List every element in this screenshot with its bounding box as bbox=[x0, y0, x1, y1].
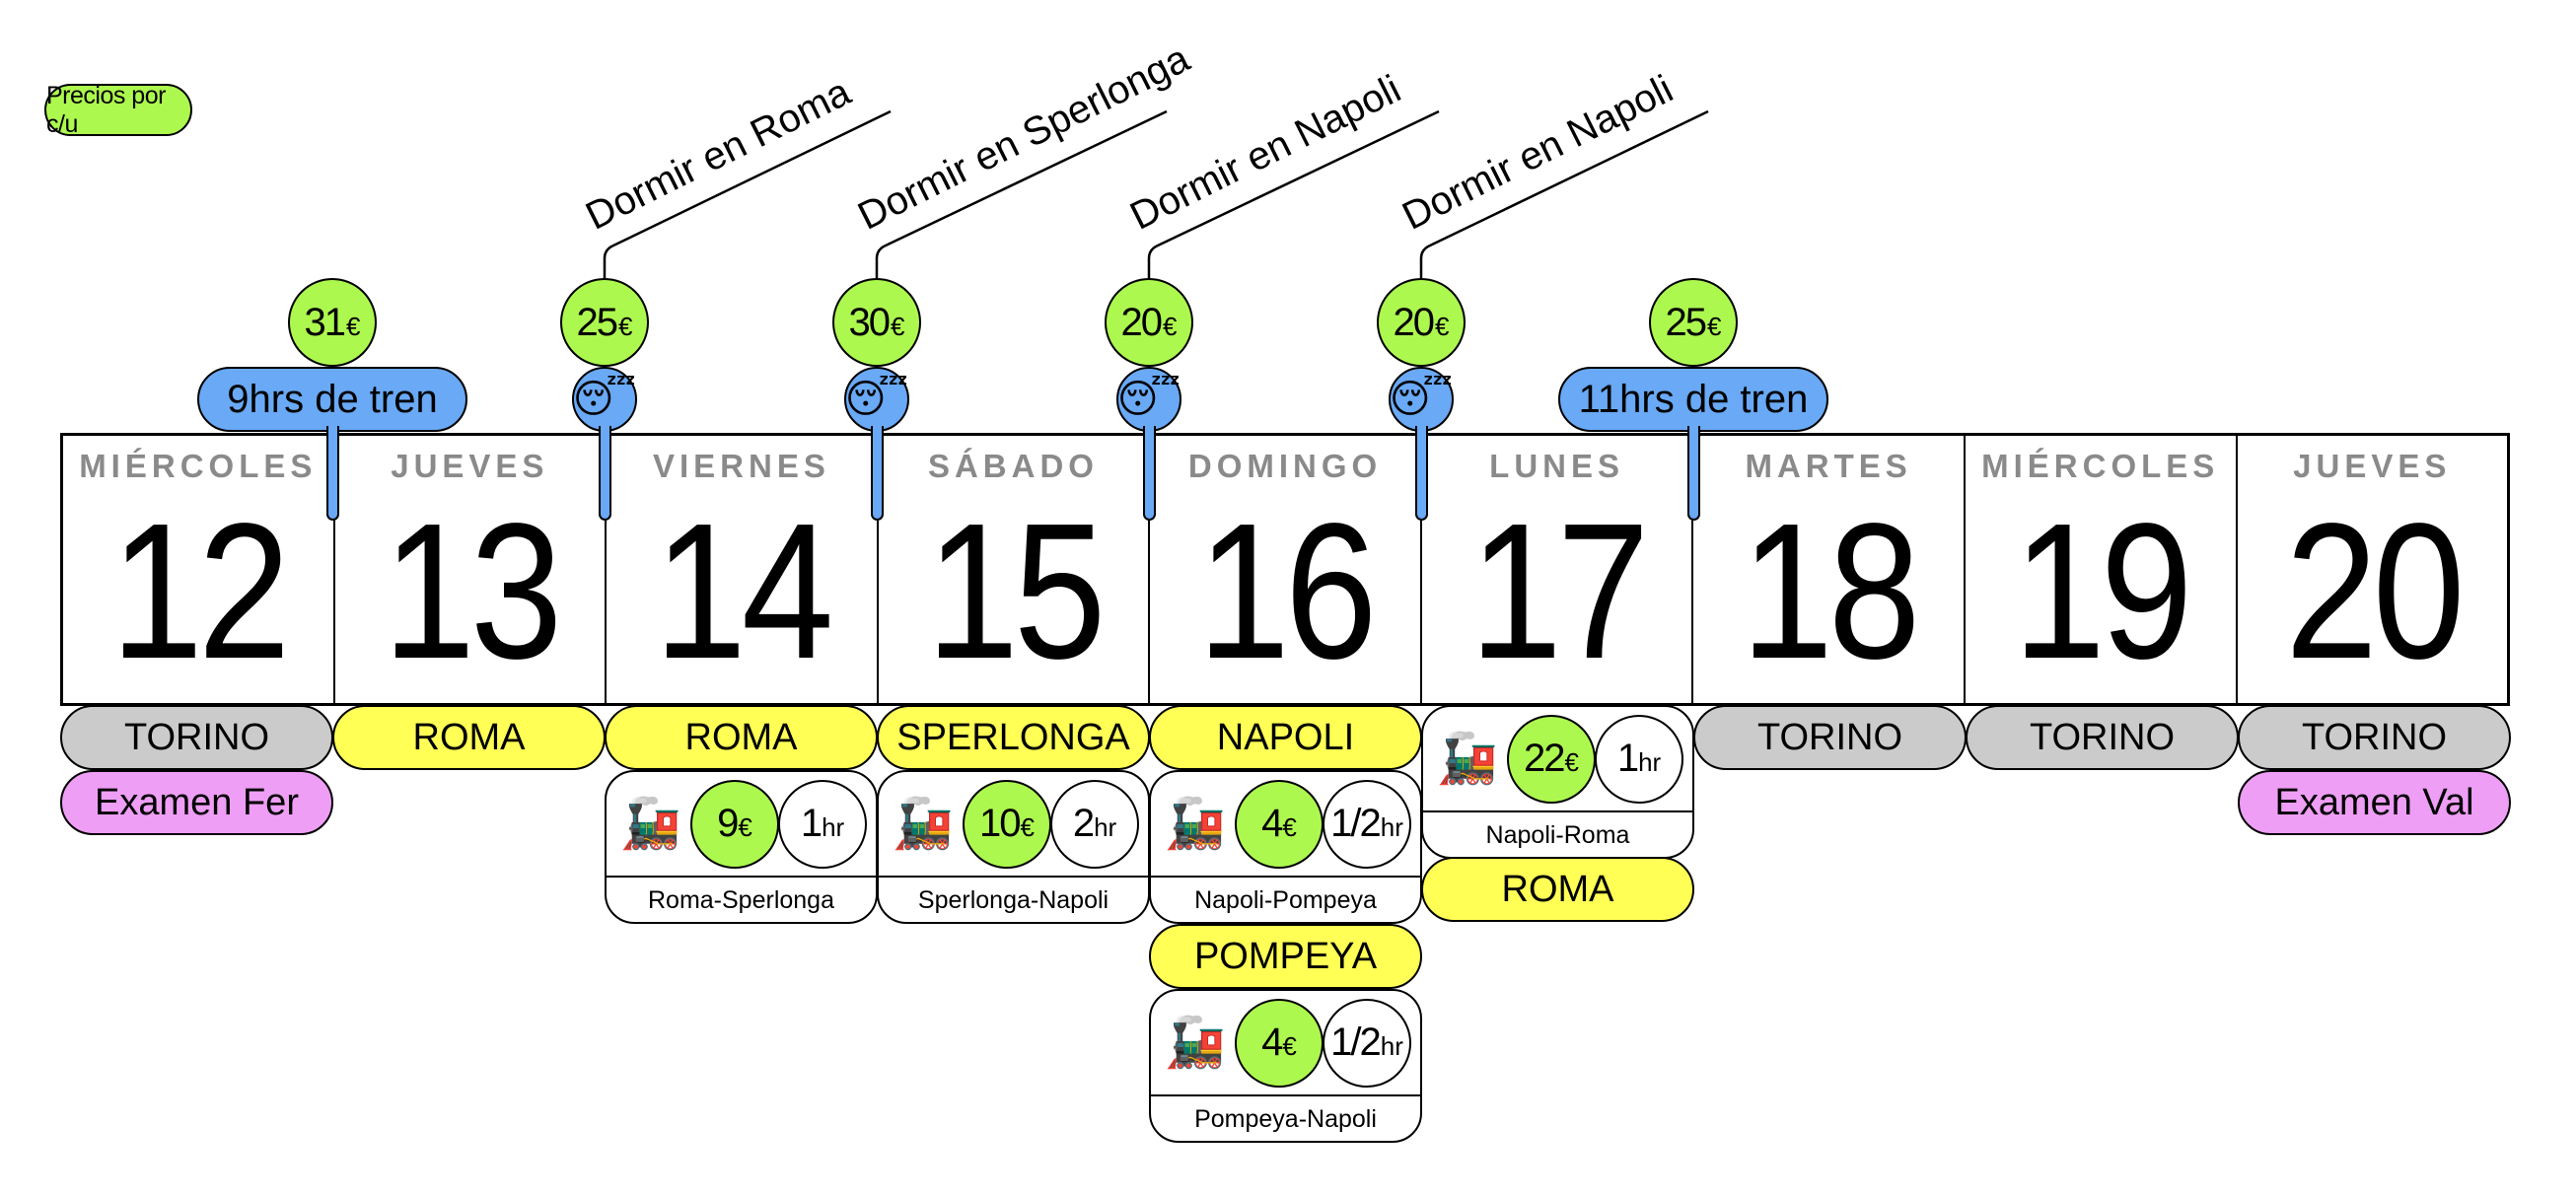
steam-locomotive-icon: 🚂 bbox=[1164, 1014, 1227, 1071]
stay-label-napoli-2: Dormir en Napoli bbox=[1395, 67, 1681, 239]
train-route: Pompeya-Napoli bbox=[1194, 1104, 1377, 1133]
day-number: 13 bbox=[382, 483, 562, 699]
price-badge-travel-2: 25€ bbox=[1649, 278, 1738, 367]
pin-stem bbox=[1686, 426, 1700, 521]
price-badge-travel-1: 31€ bbox=[288, 278, 377, 367]
sleeping-face-icon: 😴 bbox=[572, 367, 637, 432]
price-badge-stay-roma: 25€ bbox=[560, 278, 649, 367]
location-pill-pompeya: POMPEYA bbox=[1149, 924, 1422, 989]
day-name: SÁBADO bbox=[927, 448, 1099, 484]
pin-stem bbox=[1142, 426, 1156, 521]
day-name: VIERNES bbox=[652, 448, 830, 484]
sleeping-face-icon: 😴 bbox=[1389, 367, 1454, 432]
train-price: 22€ bbox=[1507, 714, 1596, 804]
day-number: 20 bbox=[2284, 483, 2465, 699]
day-number: 14 bbox=[654, 483, 833, 699]
legend-prices-per-person: Precios por c/u bbox=[44, 81, 192, 138]
day-number: 16 bbox=[1197, 483, 1377, 699]
day-number: 12 bbox=[110, 483, 290, 699]
train-route: Sperlonga-Napoli bbox=[917, 885, 1109, 914]
day-name: JUEVES bbox=[391, 448, 549, 484]
day-number: 18 bbox=[1741, 483, 1921, 699]
day-name: MIÉRCOLES bbox=[1981, 448, 2220, 484]
location-pill-roma: ROMA bbox=[605, 705, 878, 770]
price-badge-stay-sperlonga: 30€ bbox=[832, 278, 921, 367]
day-number: 15 bbox=[925, 483, 1106, 699]
stay-label-napoli-1: Dormir en Napoli bbox=[1123, 67, 1408, 239]
location-pill-sperlonga: SPERLONGA bbox=[877, 705, 1150, 770]
steam-locomotive-icon: 🚂 bbox=[1164, 795, 1227, 852]
day-name: LUNES bbox=[1489, 448, 1625, 484]
legend-label: Precios por c/u bbox=[46, 81, 166, 138]
day-number: 17 bbox=[1469, 483, 1649, 699]
location-pill-torino: TORINO bbox=[60, 705, 333, 770]
stay-label-roma: Dormir en Roma bbox=[579, 70, 858, 239]
steam-locomotive-icon: 🚂 bbox=[1436, 730, 1499, 787]
event-pill-examen-val: Examen Val bbox=[2238, 770, 2511, 835]
train-price: 10€ bbox=[963, 779, 1051, 869]
day-name: MIÉRCOLES bbox=[79, 448, 318, 484]
train-route: Napoli-Roma bbox=[1485, 820, 1630, 849]
event-pill-examen-fer: Examen Fer bbox=[60, 770, 333, 835]
day-name: MARTES bbox=[1745, 448, 1912, 484]
sleeping-face-icon: 😴 bbox=[1116, 367, 1181, 432]
train-price: 9€ bbox=[690, 779, 779, 869]
steam-locomotive-icon: 🚂 bbox=[619, 795, 682, 852]
location-pill-torino: TORINO bbox=[1966, 705, 2239, 770]
train-price: 4€ bbox=[1235, 779, 1324, 869]
location-pill-roma: ROMA bbox=[332, 705, 606, 770]
pin-stem bbox=[325, 426, 339, 521]
day-number: 19 bbox=[2013, 483, 2192, 699]
travel-pill-9hrs: 9hrs de tren bbox=[197, 367, 467, 432]
location-pill-roma: ROMA bbox=[1421, 857, 1694, 922]
day-name: JUEVES bbox=[2293, 448, 2452, 484]
pin-stem bbox=[870, 426, 884, 521]
train-route: Roma-Sperlonga bbox=[648, 885, 834, 914]
pin-stem bbox=[1414, 426, 1428, 521]
day-name: DOMINGO bbox=[1187, 448, 1383, 484]
location-pill-torino: TORINO bbox=[2238, 705, 2511, 770]
pin-stem bbox=[598, 426, 611, 521]
price-badge-stay-napoli-2: 20€ bbox=[1377, 278, 1466, 367]
price-badge-stay-napoli-1: 20€ bbox=[1105, 278, 1193, 367]
steam-locomotive-icon: 🚂 bbox=[892, 795, 955, 852]
train-route: Napoli-Pompeya bbox=[1194, 885, 1377, 914]
location-pill-torino: TORINO bbox=[1693, 705, 1967, 770]
train-price: 4€ bbox=[1235, 998, 1324, 1088]
travel-pill-11hrs: 11hrs de tren bbox=[1558, 367, 1828, 432]
sleeping-face-icon: 😴 bbox=[844, 367, 909, 432]
location-pill-napoli: NAPOLI bbox=[1149, 705, 1422, 770]
